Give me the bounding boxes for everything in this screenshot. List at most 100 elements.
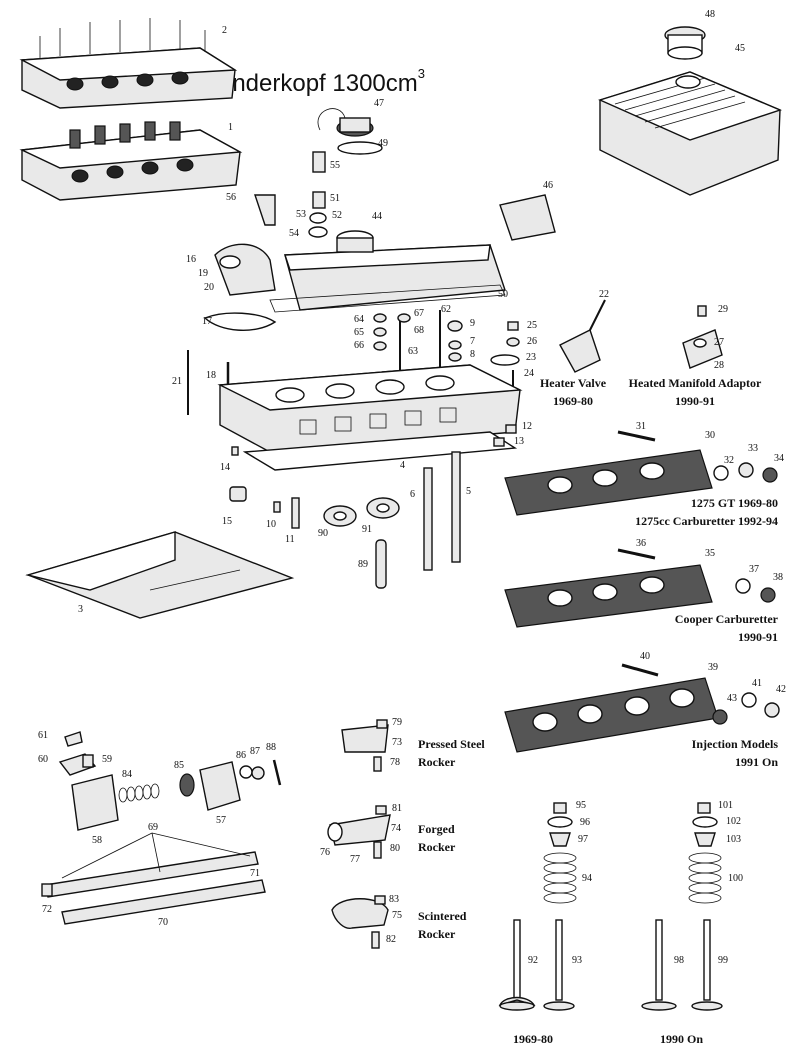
part-number-label: 11 (285, 534, 295, 545)
forged-rocker (327, 805, 391, 859)
part-number-label: 99 (718, 955, 728, 966)
part-number-label: 57 (216, 815, 226, 826)
part-number-label: 100 (728, 873, 743, 884)
lower-small-parts (229, 424, 517, 589)
heated-manifold-adaptor (682, 305, 723, 369)
part-number-label: 2 (222, 25, 227, 36)
part-number-label: 81 (392, 803, 402, 814)
cylinder-head-assembly-1 (19, 121, 243, 201)
part-number-label: 38 (773, 572, 783, 583)
part-number-label: 15 (222, 516, 232, 527)
part-number-label: 102 (726, 816, 741, 827)
part-number-label: 77 (350, 854, 360, 865)
part-number-label: 36 (636, 538, 646, 549)
part-number-label: 51 (330, 193, 340, 204)
part-number-label: 98 (674, 955, 684, 966)
part-number-label: 6 (410, 489, 415, 500)
part-number-label: 58 (92, 835, 102, 846)
manifold-studs-nuts (617, 430, 780, 725)
part-number-label: 32 (724, 455, 734, 466)
part-number-label: 68 (414, 325, 424, 336)
part-number-label: 48 (705, 9, 715, 20)
rocker-shaft-assembly (41, 731, 282, 925)
part-number-label: 29 (718, 304, 728, 315)
part-number-label: 25 (527, 320, 537, 331)
part-number-label: 39 (708, 662, 718, 673)
part-number-label: 91 (362, 524, 372, 535)
part-number-label: 33 (748, 443, 758, 454)
part-number-label: 61 (38, 730, 48, 741)
part-number-label: 43 (727, 693, 737, 704)
cylinder-head-assembly-2 (19, 18, 238, 109)
part-number-label: 59 (102, 754, 112, 765)
part-number-label: 76 (320, 847, 330, 858)
part-number-label: 65 (354, 327, 364, 338)
scintered-rocker (331, 895, 389, 949)
part-number-label: 40 (640, 651, 650, 662)
manifold-gasket-injection (504, 677, 719, 753)
part-number-label: 93 (572, 955, 582, 966)
gasket-set-tray (25, 531, 295, 619)
part-number-label: 75 (392, 910, 402, 921)
part-number-label: 95 (576, 800, 586, 811)
part-number-label: 70 (158, 917, 168, 928)
part-number-label: 63 (408, 346, 418, 357)
part-number-label: 83 (389, 894, 399, 905)
part-number-label: 80 (390, 843, 400, 854)
part-number-label: 31 (636, 421, 646, 432)
part-number-label: 94 (582, 873, 592, 884)
part-number-label: 12 (522, 421, 532, 432)
manifold-gasket-1275gt (504, 449, 713, 516)
part-number-label: 85 (174, 760, 184, 771)
part-number-label: 73 (392, 737, 402, 748)
part-number-label: 1 (228, 122, 233, 133)
part-number-label: 96 (580, 817, 590, 828)
heater-valve (559, 299, 606, 373)
manifold-gasket-cooper (504, 564, 713, 628)
part-number-label: 49 (378, 138, 388, 149)
part-number-label: 47 (374, 98, 384, 109)
part-number-label: 8 (470, 349, 475, 360)
part-number-label: 92 (528, 955, 538, 966)
part-number-label: 54 (289, 228, 299, 239)
part-number-label: 16 (186, 254, 196, 265)
part-number-label: 26 (527, 336, 537, 347)
small-fittings-top (254, 151, 556, 241)
part-number-label: 55 (330, 160, 340, 171)
rocker-studs (187, 310, 520, 415)
part-number-label: 97 (578, 834, 588, 845)
part-number-label: 14 (220, 462, 230, 473)
part-number-label: 56 (226, 192, 236, 203)
part-number-label: 101 (718, 800, 733, 811)
part-number-label: 44 (372, 211, 382, 222)
rocker-cover-pressed (269, 230, 506, 313)
part-number-labels: 1234567891011121314151617181920212223242… (38, 9, 786, 966)
part-number-label: 35 (705, 548, 715, 559)
part-number-label: 67 (414, 308, 424, 319)
part-number-label: 64 (354, 314, 364, 325)
part-number-label: 10 (266, 519, 276, 530)
part-number-label: 27 (714, 337, 724, 348)
part-number-label: 28 (714, 360, 724, 371)
part-number-label: 20 (204, 282, 214, 293)
part-number-label: 45 (735, 43, 745, 54)
rocker-cover-alloy (598, 26, 782, 196)
pressed-steel-rocker (341, 719, 389, 772)
thermostat-housing (203, 243, 277, 331)
part-number-label: 30 (705, 430, 715, 441)
part-number-label: 19 (198, 268, 208, 279)
caption-valves-1990-on: 1990 On (660, 1032, 704, 1046)
oil-filler-cap (317, 108, 383, 155)
valve-parts-1969-80 (498, 802, 577, 1011)
part-number-label: 82 (386, 934, 396, 945)
part-number-label: 13 (514, 436, 524, 447)
part-number-label: 79 (392, 717, 402, 728)
part-number-label: 37 (749, 564, 759, 575)
part-number-label: 69 (148, 822, 158, 833)
